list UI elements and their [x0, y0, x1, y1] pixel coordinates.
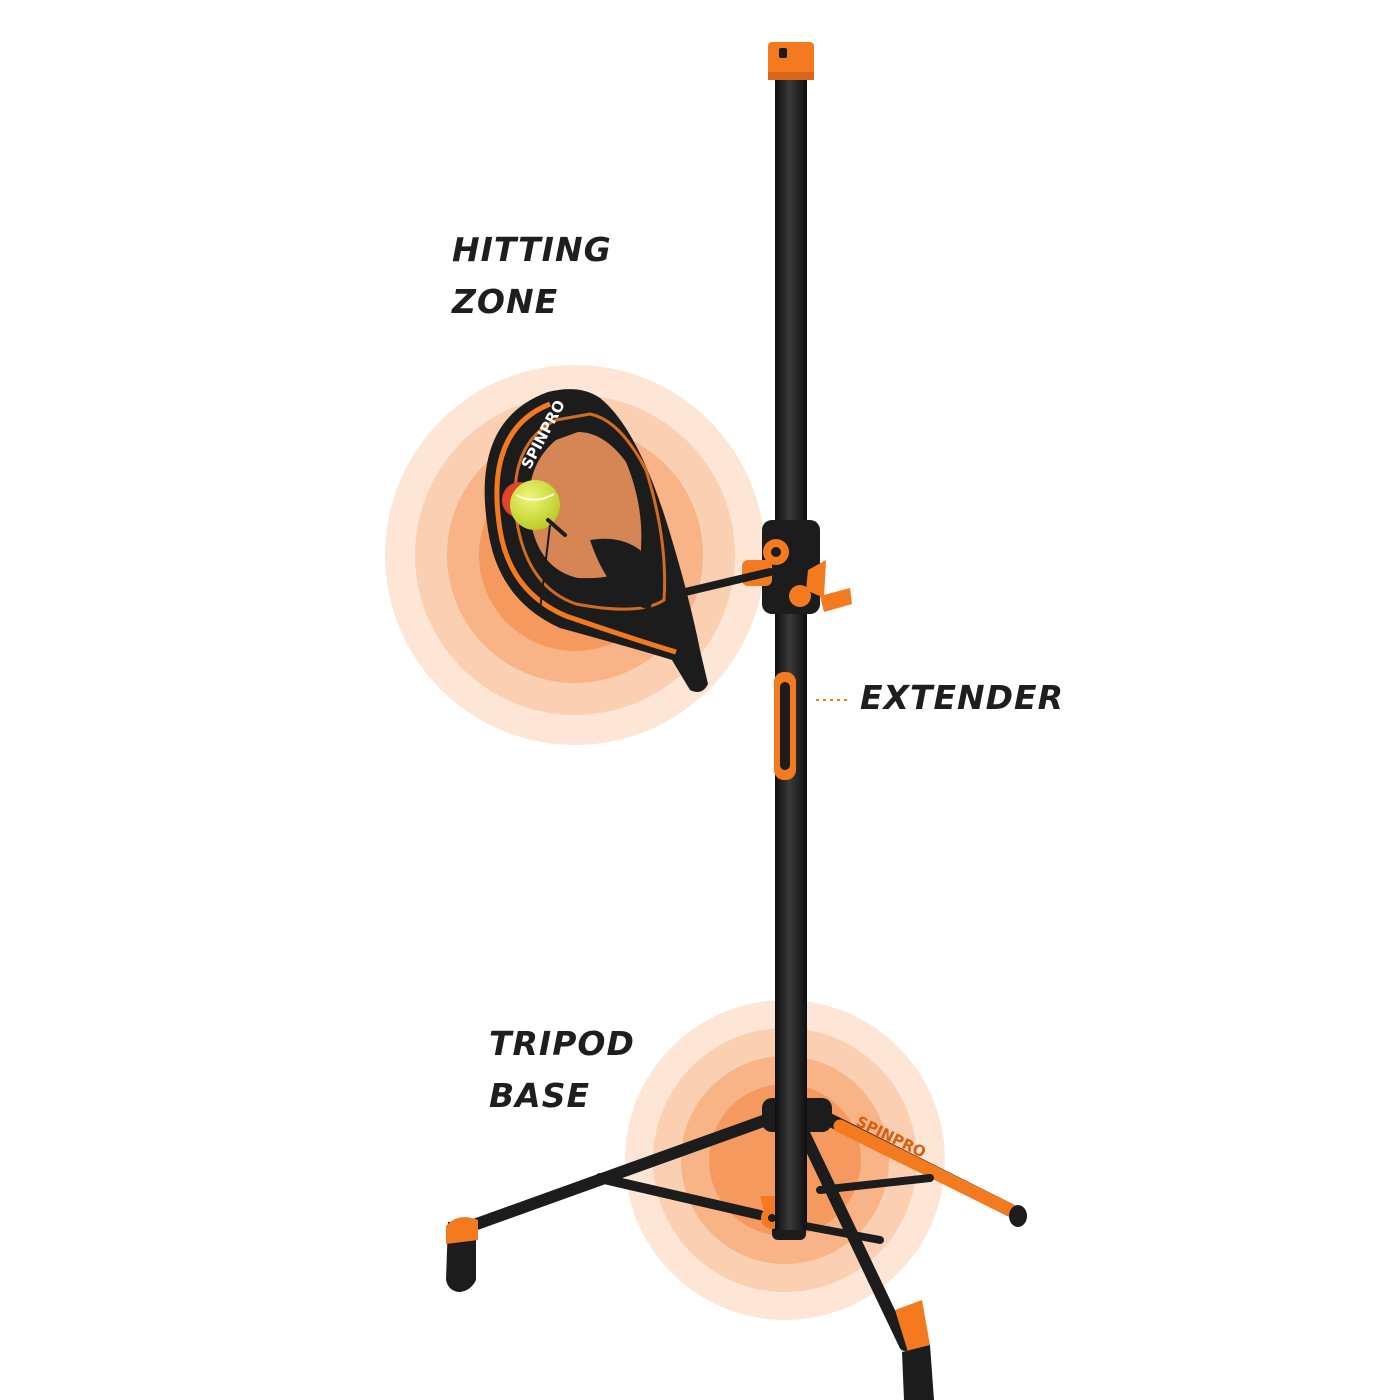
extender-slot: [774, 672, 848, 780]
tripod-base-label-line-1: TRIPOD: [489, 1024, 635, 1063]
hitting-zone-label-line-1: HITTING: [452, 230, 612, 269]
hitting-zone-label: HITTING ZONE: [452, 224, 612, 328]
tripod-base-label: TRIPOD BASE: [489, 1018, 635, 1122]
tennis-ball: [502, 480, 567, 611]
hitting-zone-label-line-2: ZONE: [452, 282, 559, 321]
extender-label: EXTENDER: [860, 678, 1065, 717]
paddle: [484, 389, 708, 692]
tripod-base-label-line-2: BASE: [489, 1076, 591, 1115]
pole: [768, 42, 814, 1230]
